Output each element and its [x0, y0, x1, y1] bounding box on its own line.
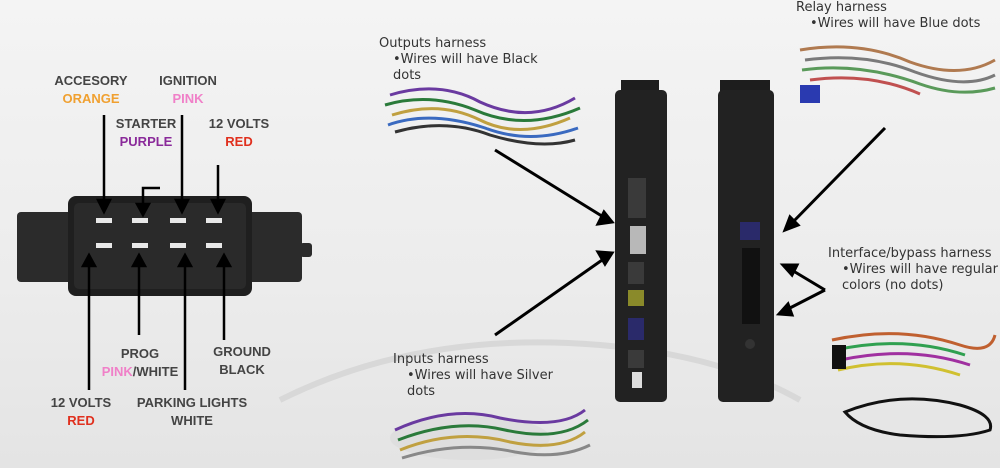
- harness-note: •Wires will have regular colors (no dots…: [828, 262, 1000, 294]
- bullet-icon: •: [842, 262, 850, 277]
- pin-name: 12 VOLTS: [208, 116, 270, 131]
- interface-harness-label: Interface/bypass harness •Wires will hav…: [828, 246, 1000, 294]
- harness-title: Outputs harness: [379, 36, 487, 51]
- pin-color: PINK: [172, 91, 204, 106]
- pin-label-parking-lights: PARKING LIGHTS WHITE: [124, 394, 260, 430]
- relay-harness-plug: [800, 85, 820, 103]
- harness-title: Relay harness: [796, 0, 887, 15]
- eight-pin-connector: [17, 196, 312, 296]
- pin-color-white: /WHITE: [132, 364, 179, 379]
- pin-name: PARKING LIGHTS: [136, 395, 248, 410]
- bullet-icon: •: [407, 368, 415, 383]
- pin-name: GROUND: [213, 344, 271, 359]
- harness-note-text: Wires will have Silver dots: [407, 368, 553, 399]
- pin-color: WHITE: [171, 413, 213, 428]
- bullet-icon: •: [393, 52, 401, 67]
- relay-harness-label: Relay harness •Wires will have Blue dots: [796, 0, 980, 32]
- bullet-icon: •: [810, 16, 818, 31]
- relay-harness-cable: [799, 45, 996, 96]
- harness-note-text: Wires will have Black dots: [393, 52, 538, 83]
- pin-label-starter: STARTER PURPLE: [108, 115, 184, 151]
- pin-label-12-volts-top: 12 VOLTS RED: [200, 115, 278, 151]
- harness-note: •Wires will have Blue dots: [796, 16, 980, 32]
- pin-name: PROG: [120, 346, 160, 361]
- pin-label-accesory: ACCESORY ORANGE: [48, 72, 134, 108]
- pin-color: PURPLE: [119, 134, 173, 149]
- module-right: [718, 80, 774, 402]
- pin-label-12-volts-bottom: 12 VOLTS RED: [38, 394, 124, 430]
- outputs-harness-cable: [384, 87, 581, 146]
- harness-note: •Wires will have Black dots: [379, 52, 563, 84]
- pin-color: BLACK: [219, 362, 265, 377]
- pin-color: RED: [67, 413, 95, 428]
- outputs-harness-label: Outputs harness •Wires will have Black d…: [379, 36, 563, 84]
- harness-arrows: [494, 126, 887, 337]
- pin-name: IGNITION: [159, 73, 217, 88]
- harness-note: •Wires will have Silver dots: [393, 368, 572, 400]
- inputs-harness-label: Inputs harness •Wires will have Silver d…: [393, 352, 572, 400]
- pin-name: ACCESORY: [54, 73, 128, 88]
- pin-name: STARTER: [115, 116, 177, 131]
- pin-name: 12 VOLTS: [50, 395, 112, 410]
- bypass-cable: [842, 397, 993, 439]
- harness-note-text: Wires will have regular colors (no dots): [842, 262, 998, 293]
- pin-label-prog: PROG PINK/WHITE: [85, 345, 195, 381]
- pin-color: ORANGE: [62, 91, 120, 106]
- pin-color-pink: PINK: [101, 364, 133, 379]
- harness-title: Inputs harness: [393, 352, 489, 367]
- interface-harness-cable: [831, 332, 997, 377]
- module-left: [615, 80, 667, 402]
- pin-color: RED: [225, 134, 253, 149]
- harness-title: Interface/bypass harness: [828, 246, 992, 261]
- interface-harness-plug: [832, 345, 846, 369]
- inputs-harness-cable: [394, 408, 591, 460]
- pin-label-ground: GROUND BLACK: [200, 343, 284, 379]
- pin-pointer-lines: [80, 115, 233, 390]
- pin-label-ignition: IGNITION PINK: [150, 72, 226, 108]
- harness-note-text: Wires will have Blue dots: [817, 16, 981, 31]
